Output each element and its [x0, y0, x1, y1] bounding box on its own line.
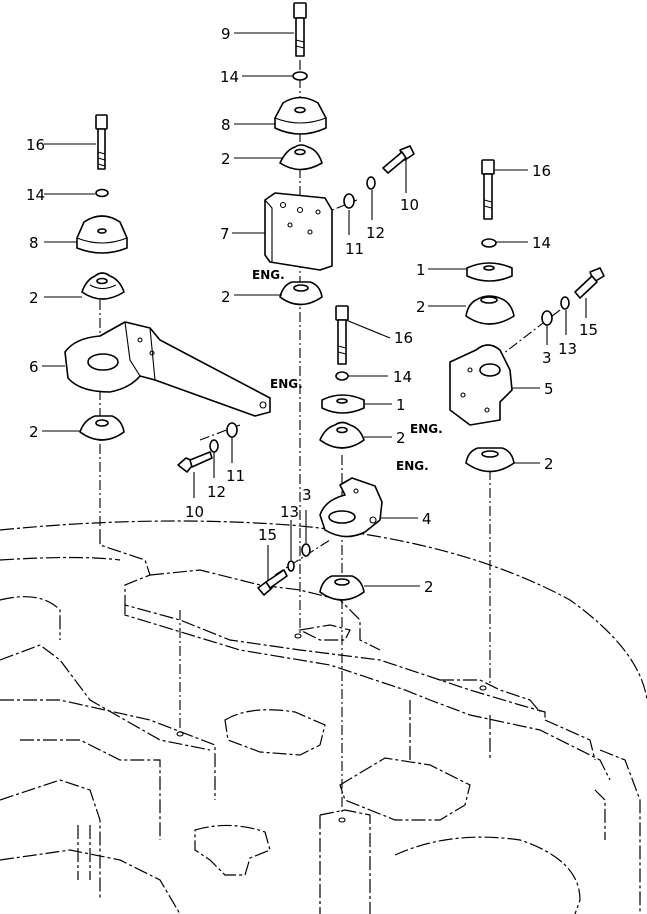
callout-2-left-upper: 2	[29, 289, 39, 307]
callout-13-right: 13	[558, 340, 577, 358]
callout-16-right: 16	[532, 162, 551, 180]
callout-13-center: 13	[280, 503, 299, 521]
cushion-2-left-upper	[81, 272, 125, 300]
callout-14-top: 14	[220, 68, 239, 86]
callout-2-left-lower: 2	[29, 423, 39, 441]
cushion-2-center-lower	[319, 575, 365, 601]
washer-1-center	[321, 394, 365, 414]
callout-15-center: 15	[258, 526, 277, 544]
bolt-10-left	[177, 451, 213, 473]
label-eng-left: ENG.	[270, 377, 303, 391]
washer-3-right	[541, 310, 553, 326]
rubber-cap-8-left	[76, 215, 128, 254]
callout-10-left: 10	[185, 503, 204, 521]
cushion-2-left-lower	[79, 415, 125, 441]
lock-washer-12-left	[209, 439, 219, 453]
machine-frame	[0, 520, 647, 914]
lock-washer-12-top	[366, 176, 376, 190]
lock-washer-14-right	[481, 238, 497, 248]
callout-3-center: 3	[302, 486, 312, 504]
callout-2-top: 2	[221, 150, 231, 168]
callout-1-right: 1	[416, 261, 426, 279]
bolt-16-left	[95, 114, 108, 170]
bolt-10-top	[382, 145, 415, 174]
bolt-9	[293, 2, 307, 57]
callout-labels: 9 14 8 2 7 11 12 10 ENG. 2 16 14 8 2 6 E…	[26, 25, 598, 596]
callout-11-left: 11	[226, 467, 245, 485]
plate-7	[264, 192, 333, 271]
top-center-mount-stack	[264, 2, 415, 306]
washer-11-top	[343, 193, 355, 209]
callout-16-center: 16	[394, 329, 413, 347]
lock-washer-14-center	[335, 371, 349, 381]
callout-9: 9	[221, 25, 231, 43]
label-eng-right: ENG.	[410, 422, 443, 436]
cushion-2-right-lower	[465, 447, 515, 473]
bracket-4	[319, 477, 383, 538]
label-eng-top: ENG.	[252, 268, 285, 282]
washer-1-right	[466, 262, 513, 282]
callout-10-top: 10	[400, 196, 419, 214]
cushion-2-top	[279, 144, 323, 171]
callout-2-right-upper: 2	[416, 298, 426, 316]
bracket-5	[449, 344, 513, 426]
callout-2-right-lower: 2	[544, 455, 554, 473]
left-mount-stack	[64, 114, 271, 473]
lock-washer-14-top	[292, 71, 308, 81]
callout-14-center: 14	[393, 368, 412, 386]
lock-washer-14-left	[95, 188, 109, 198]
bolt-16-right	[481, 159, 495, 220]
callout-1-center: 1	[396, 396, 406, 414]
callout-2-center-upper: 2	[396, 429, 406, 447]
callout-14-right: 14	[532, 234, 551, 252]
callout-8-top: 8	[221, 116, 231, 134]
callout-3-right: 3	[542, 349, 552, 367]
bolt-16-center	[335, 305, 349, 365]
callout-15-right: 15	[579, 321, 598, 339]
lock-washer-13-center	[287, 560, 295, 572]
bolt-15-right	[574, 267, 605, 299]
callout-14-left: 14	[26, 186, 45, 204]
washer-11-left	[226, 422, 238, 438]
callout-7: 7	[220, 225, 230, 243]
callout-2-top-lower: 2	[221, 288, 231, 306]
callout-11-top: 11	[345, 240, 364, 258]
cushion-2-right-upper	[465, 295, 515, 325]
bracket-6	[64, 321, 271, 417]
callout-5: 5	[544, 380, 554, 398]
label-eng-center: ENG.	[396, 459, 429, 473]
callout-12-top: 12	[366, 224, 385, 242]
leader-lines	[42, 32, 587, 587]
callout-2-center-lower: 2	[424, 578, 434, 596]
callout-8-left: 8	[29, 234, 39, 252]
lock-washer-13-right	[560, 296, 570, 310]
center-mount-stack	[257, 305, 383, 601]
callout-4: 4	[422, 510, 432, 528]
cushion-2-center-upper	[319, 421, 365, 449]
washer-3-center	[301, 543, 311, 557]
callout-16-left: 16	[26, 136, 45, 154]
right-mount-stack	[449, 159, 605, 473]
callout-6: 6	[29, 358, 39, 376]
cushion-2-top-lower	[279, 281, 323, 306]
bolt-15-center	[257, 569, 288, 596]
callout-12-left: 12	[207, 483, 226, 501]
rubber-cap-8-top	[274, 96, 327, 135]
